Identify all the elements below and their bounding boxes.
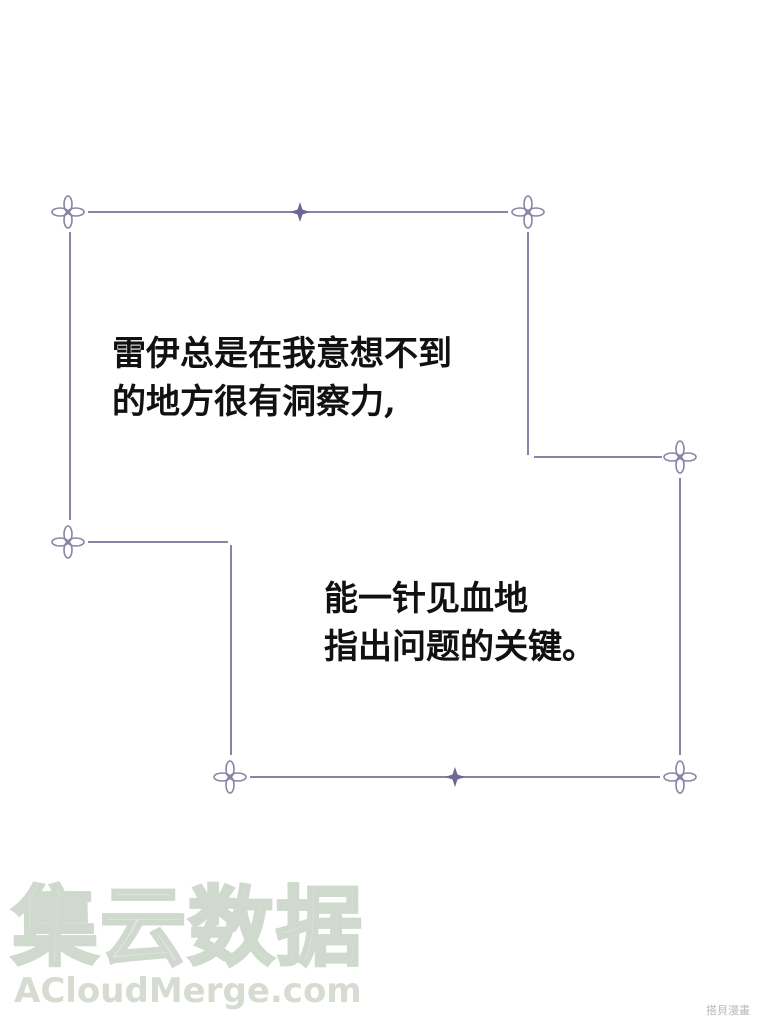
caption-text-1: 雷伊总是在我意想不到 的地方很有洞察力,	[112, 330, 452, 426]
ornament-mid-right	[663, 440, 697, 474]
ornament-bottom-left	[213, 760, 247, 794]
ornament-mid-left	[51, 525, 85, 559]
caption-1-line-1: 雷伊总是在我意想不到	[112, 334, 452, 374]
caption-2-line-2: 指出问题的关键。	[324, 627, 596, 667]
star-bottom	[445, 767, 465, 787]
caption-2-line-1: 能一针见血地	[324, 579, 528, 619]
caption-1-line-2: 的地方很有洞察力,	[112, 382, 396, 422]
watermark-main-text: 集云数据	[11, 878, 364, 978]
ornament-top-left	[51, 195, 85, 229]
ornament-top-right	[511, 195, 545, 229]
caption-text-2: 能一针见血地 指出问题的关键。	[324, 575, 596, 671]
corner-watermark: 搭貝漫畫	[706, 1004, 750, 1017]
watermark-logo: 集云数据 ACloudMerge.com	[11, 878, 392, 1011]
ornament-bottom-right	[663, 760, 697, 794]
watermark-sub-text: ACloudMerge.com	[14, 971, 362, 1011]
star-top	[290, 202, 310, 222]
